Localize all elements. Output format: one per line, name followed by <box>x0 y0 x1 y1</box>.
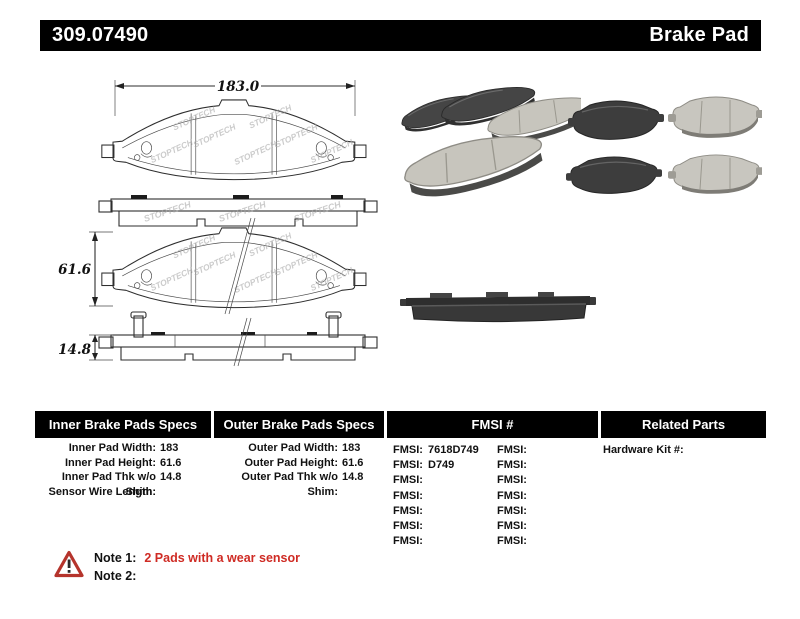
spec-label: Inner Pad Height: <box>64 456 156 469</box>
product-photo-pad-edge <box>400 292 596 323</box>
spec-value: 61.6 <box>342 456 364 469</box>
spec-label: Outer Pad Width: <box>248 442 338 454</box>
pad-strip-view: STOPTECH STOPTECH STOPTECH <box>98 195 378 227</box>
inner-specs-column: Inner Pad Width: 183 Inner Pad Height: 6… <box>35 441 211 499</box>
dimension-width: 183.0 <box>114 79 356 116</box>
spec-row: Inner Pad Height: 61.6 <box>35 456 211 471</box>
product-photo-pads-grid <box>566 96 762 195</box>
fmsi-row: FMSI: <box>393 489 493 504</box>
fmsi-row: FMSI: <box>497 489 597 504</box>
fmsi-label: FMSI: <box>497 489 527 502</box>
pad-front-view-1 <box>101 99 367 181</box>
spec-row: Outer Pad Width: 183 <box>214 441 384 456</box>
fmsi-row: FMSI: <box>393 473 493 488</box>
fmsi-row: FMSI: <box>497 534 597 549</box>
notes-block: Note 1: 2 Pads with a wear sensor Note 2… <box>94 549 300 585</box>
fmsi-row: FMSI: <box>497 519 597 534</box>
fmsi-row: FMSI: <box>497 504 597 519</box>
spec-row: Inner Pad Width: 183 <box>35 441 211 456</box>
note-2-label: Note 2: <box>94 569 137 583</box>
fmsi-label: FMSI: <box>497 459 527 472</box>
fmsi-row: FMSI: 7618D749 <box>393 443 493 458</box>
fmsi-row: FMSI: <box>497 443 597 458</box>
note-2: Note 2: <box>94 567 300 585</box>
technical-drawing: STOPTECH STOPTECH STOPTECH STOPTECH STOP… <box>58 79 378 367</box>
fmsi-label: FMSI: <box>497 474 527 487</box>
spec-row: Outer Pad Height: 61.6 <box>214 456 384 471</box>
spec-label: Outer Pad Thk w/o Shim: <box>241 471 338 498</box>
fmsi-column-1: FMSI: 7618D749 FMSI: D749 FMSI: FMSI: FM… <box>393 443 493 549</box>
spec-value: 183 <box>160 442 179 454</box>
fmsi-label: FMSI: <box>393 474 423 487</box>
warning-triangle-icon <box>54 550 84 578</box>
fmsi-header: FMSI # <box>387 411 598 438</box>
spec-row: Outer Pad Thk w/o Shim: 14.8 <box>214 470 384 498</box>
product-name: Brake Pad <box>649 24 749 46</box>
fmsi-row: FMSI: <box>393 519 493 534</box>
spec-row: Sensor Wire Length: <box>35 485 211 500</box>
note-1: Note 1: 2 Pads with a wear sensor <box>94 549 300 567</box>
fmsi-label: FMSI: <box>393 444 423 456</box>
fmsi-row: FMSI: <box>497 458 597 473</box>
dim-height-label: 61.6 <box>58 262 91 278</box>
fmsi-label: FMSI: <box>393 459 423 472</box>
related-parts-column: Hardware Kit #: <box>603 443 688 458</box>
section-break-line <box>233 317 252 367</box>
spec-label: Sensor Wire Length: <box>48 485 156 498</box>
outer-specs-column: Outer Pad Width: 183 Outer Pad Height: 6… <box>214 441 384 498</box>
spec-value: 61.6 <box>160 456 182 469</box>
fmsi-label: FMSI: <box>497 444 527 456</box>
spec-value: 14.8 <box>342 471 364 483</box>
section-break-line <box>224 217 256 315</box>
related-label: Hardware Kit #: <box>603 444 684 456</box>
related-row: Hardware Kit #: <box>603 443 688 458</box>
fmsi-value: 7618D749 <box>428 444 479 456</box>
fmsi-value: D749 <box>428 459 455 472</box>
part-number: 309.07490 <box>52 24 149 46</box>
fmsi-label: FMSI: <box>497 504 527 517</box>
spec-value: 14.8 <box>160 471 182 483</box>
fmsi-row: FMSI: <box>497 473 597 488</box>
spec-value: 183 <box>342 442 361 454</box>
fmsi-row: FMSI: D749 <box>393 458 493 473</box>
dim-thickness-label: 14.8 <box>58 342 91 358</box>
fmsi-label: FMSI: <box>393 535 423 548</box>
dim-width-label: 183.0 <box>217 79 260 95</box>
title-bar: 309.07490 Brake Pad <box>40 20 761 51</box>
fmsi-row: FMSI: <box>393 534 493 549</box>
dimension-thickness: 14.8 <box>58 334 113 361</box>
fmsi-label: FMSI: <box>393 489 423 502</box>
fmsi-label: FMSI: <box>393 519 423 532</box>
spec-label: Inner Pad Thk w/o Shim: <box>61 471 156 498</box>
inner-specs-header: Inner Brake Pads Specs <box>35 411 211 438</box>
fmsi-label: FMSI: <box>497 519 527 532</box>
spec-label: Outer Pad Height: <box>244 456 338 469</box>
note-1-label: Note 1: <box>94 551 137 565</box>
spec-label: Inner Pad Width: <box>68 442 156 454</box>
fmsi-label: FMSI: <box>497 535 527 548</box>
pad-edge-view <box>98 311 378 361</box>
related-parts-header: Related Parts <box>601 411 766 438</box>
fmsi-column-2: FMSI: FMSI: FMSI: FMSI: FMSI: FMSI: FMSI… <box>497 443 597 549</box>
dimension-height: 61.6 <box>58 231 113 307</box>
outer-specs-header: Outer Brake Pads Specs <box>214 411 384 438</box>
fmsi-row: FMSI: <box>393 504 493 519</box>
spec-row: Inner Pad Thk w/o Shim: 14.8 <box>35 470 211 498</box>
note-1-text: 2 Pads with a wear sensor <box>144 551 300 565</box>
product-photo-pads-angled <box>397 86 581 198</box>
fmsi-label: FMSI: <box>393 504 423 517</box>
